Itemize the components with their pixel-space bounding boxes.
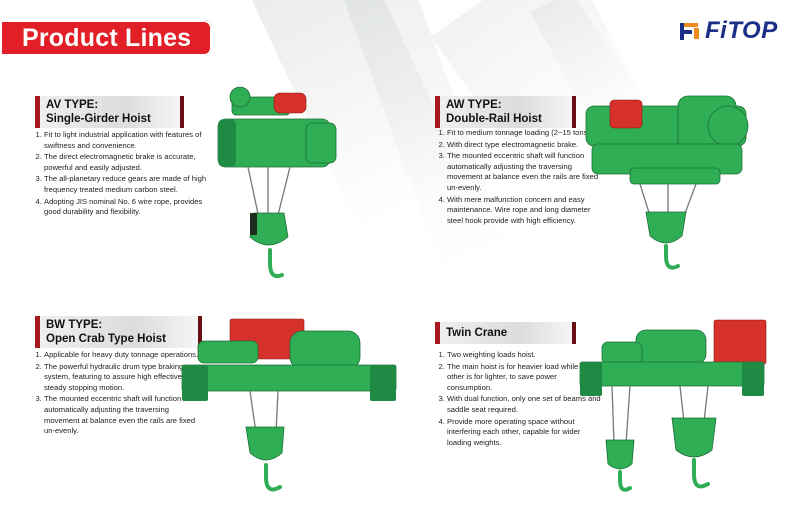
section-title-box: AV TYPE: Single-Girder Hoist (35, 96, 184, 128)
feature-item: Two weighting loads hoist. (447, 350, 603, 361)
section-name: Double-Rail Hoist (446, 113, 542, 125)
feature-item: With mere malfunction concern and easy m… (447, 195, 599, 227)
feature-item: The direct electromagnetic brake is accu… (44, 152, 212, 173)
feature-item: Adopting JIS nominal No. 6 wire rope, pr… (44, 197, 212, 218)
section-title-box: BW TYPE: Open Crab Type Hoist (35, 316, 202, 348)
feature-list: Applicable for heavy duty tonnage operat… (26, 350, 202, 438)
section-name: Open Crab Type Hoist (46, 333, 166, 345)
feature-item: The main hoist is for heavier load while… (447, 362, 603, 394)
feature-item: The powerful hydraulic drum type braking… (44, 362, 202, 394)
feature-item: Fit to medium tonnage loading (2~15 tons… (447, 128, 599, 139)
feature-item: With direct type electromagnetic brake. (447, 140, 599, 151)
section-name: Single-Girder Hoist (46, 113, 151, 125)
open-crab-hoist-image (181, 318, 397, 492)
section-type-label: BW TYPE: (46, 319, 103, 331)
page-title: Product Lines (22, 24, 192, 52)
logo-text: FiTOP (705, 17, 778, 44)
twin-crane-image (579, 319, 767, 492)
feature-item: The mounted eccentric shaft will functio… (447, 151, 599, 193)
feature-list: Fit to light industrial application with… (26, 130, 212, 219)
feature-item: Provide more operating space without int… (447, 417, 603, 449)
feature-item: The all-planetary reduce gears are made … (44, 174, 212, 195)
section-title-box: Twin Crane (435, 322, 576, 344)
logo-mark-icon (678, 20, 702, 42)
feature-item: With dual function, only one set of beam… (447, 394, 603, 415)
section-name: Twin Crane (446, 327, 508, 339)
feature-list: Fit to medium tonnage loading (2~15 tons… (429, 128, 599, 227)
header-tab: Product Lines (0, 20, 212, 56)
section-type-label: AW TYPE: (446, 99, 502, 111)
feature-item: The mounted eccentric shaft will functio… (44, 394, 202, 436)
brand-logo: FiTOP (678, 17, 778, 44)
feature-item: Fit to light industrial application with… (44, 130, 212, 151)
feature-item: Applicable for heavy duty tonnage operat… (44, 350, 202, 361)
section-type-label: AV TYPE: (46, 99, 99, 111)
single-girder-hoist-image (217, 86, 337, 279)
section-title-box: AW TYPE: Double-Rail Hoist (435, 96, 576, 128)
feature-list: Two weighting loads hoist. The main hois… (429, 350, 603, 449)
double-rail-hoist-image (585, 95, 749, 270)
